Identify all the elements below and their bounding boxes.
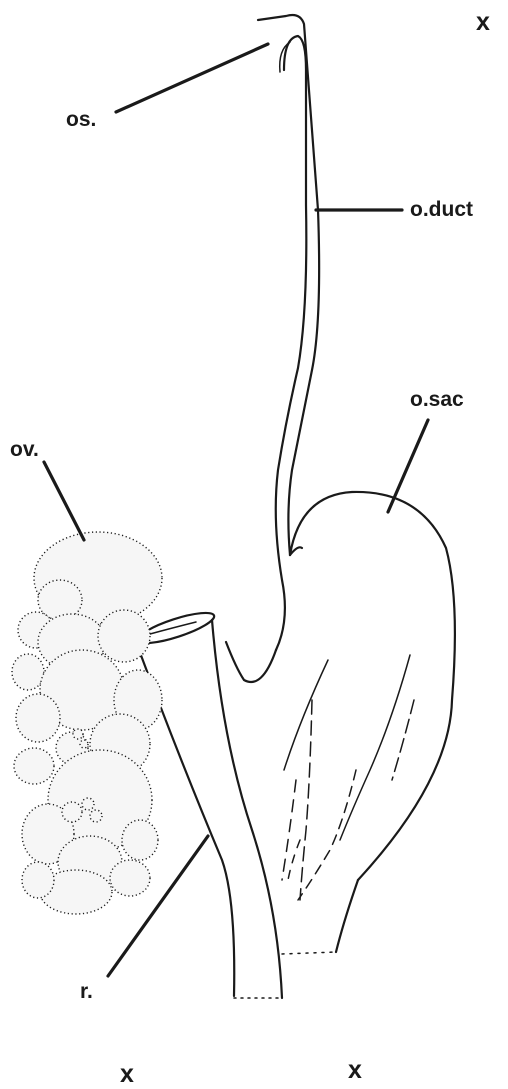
leader-line-rectum	[108, 836, 208, 976]
leader-line-ostium	[116, 44, 268, 112]
ovary-cluster	[12, 532, 162, 914]
leader-line-ovisac	[388, 420, 428, 512]
cut-mark-bottom-right: x	[348, 1056, 362, 1084]
label-oviduct: o.duct	[410, 198, 473, 221]
label-rectum: r.	[80, 980, 93, 1003]
label-ovary: ov.	[10, 438, 39, 461]
ovisac	[226, 492, 455, 954]
leader-line-ovary	[44, 462, 84, 540]
oviduct-tube	[258, 15, 319, 650]
cut-mark-bottom-left: x	[120, 1060, 134, 1088]
cut-mark-top-right: x	[476, 8, 490, 36]
label-ostium: os.	[66, 108, 96, 131]
label-ovisac: o.sac	[410, 388, 464, 411]
rectum	[135, 607, 282, 998]
